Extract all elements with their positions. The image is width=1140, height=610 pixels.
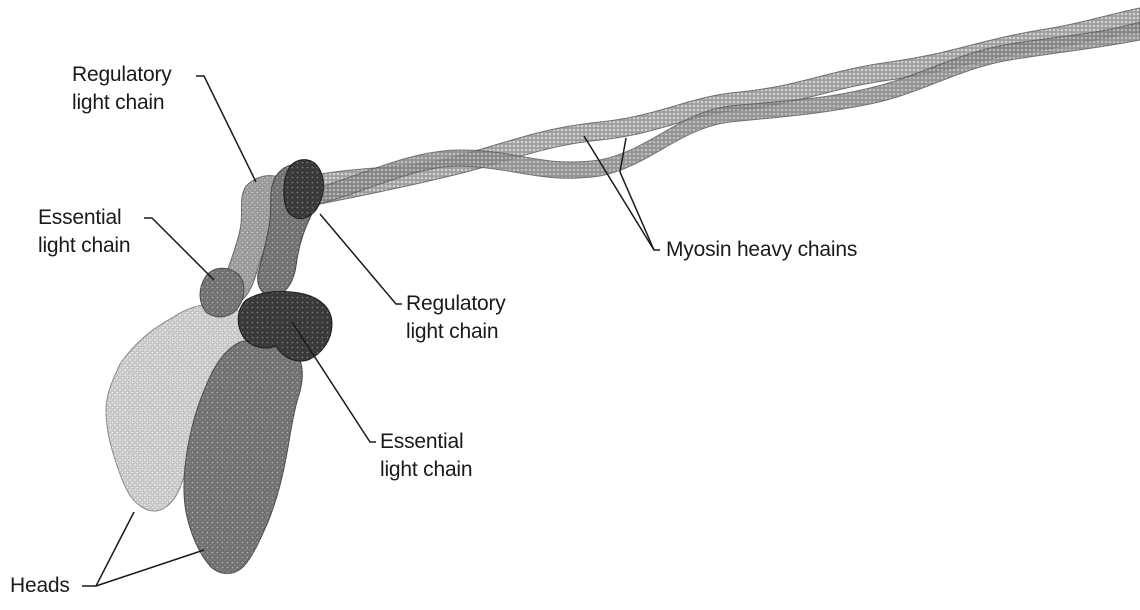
leader-rlc-left <box>196 76 256 182</box>
label-regulatory-light-chain-left: Regulatory light chain <box>72 61 172 117</box>
leader-rlc-right <box>320 214 402 304</box>
myosin-heavy-chain-tail <box>300 8 1140 206</box>
label-myosin-heavy-chains: Myosin heavy chains <box>666 236 857 264</box>
leader-heads-a <box>82 512 134 586</box>
label-regulatory-light-chain-right: Regulatory light chain <box>406 290 506 346</box>
leader-elc-left <box>144 218 214 280</box>
label-essential-light-chain-left: Essential light chain <box>38 204 130 260</box>
essential-light-chain-left <box>200 268 244 317</box>
label-essential-light-chain-right: Essential light chain <box>380 428 472 484</box>
label-heads: Heads <box>10 572 70 600</box>
regulatory-light-chain-right <box>284 160 324 219</box>
